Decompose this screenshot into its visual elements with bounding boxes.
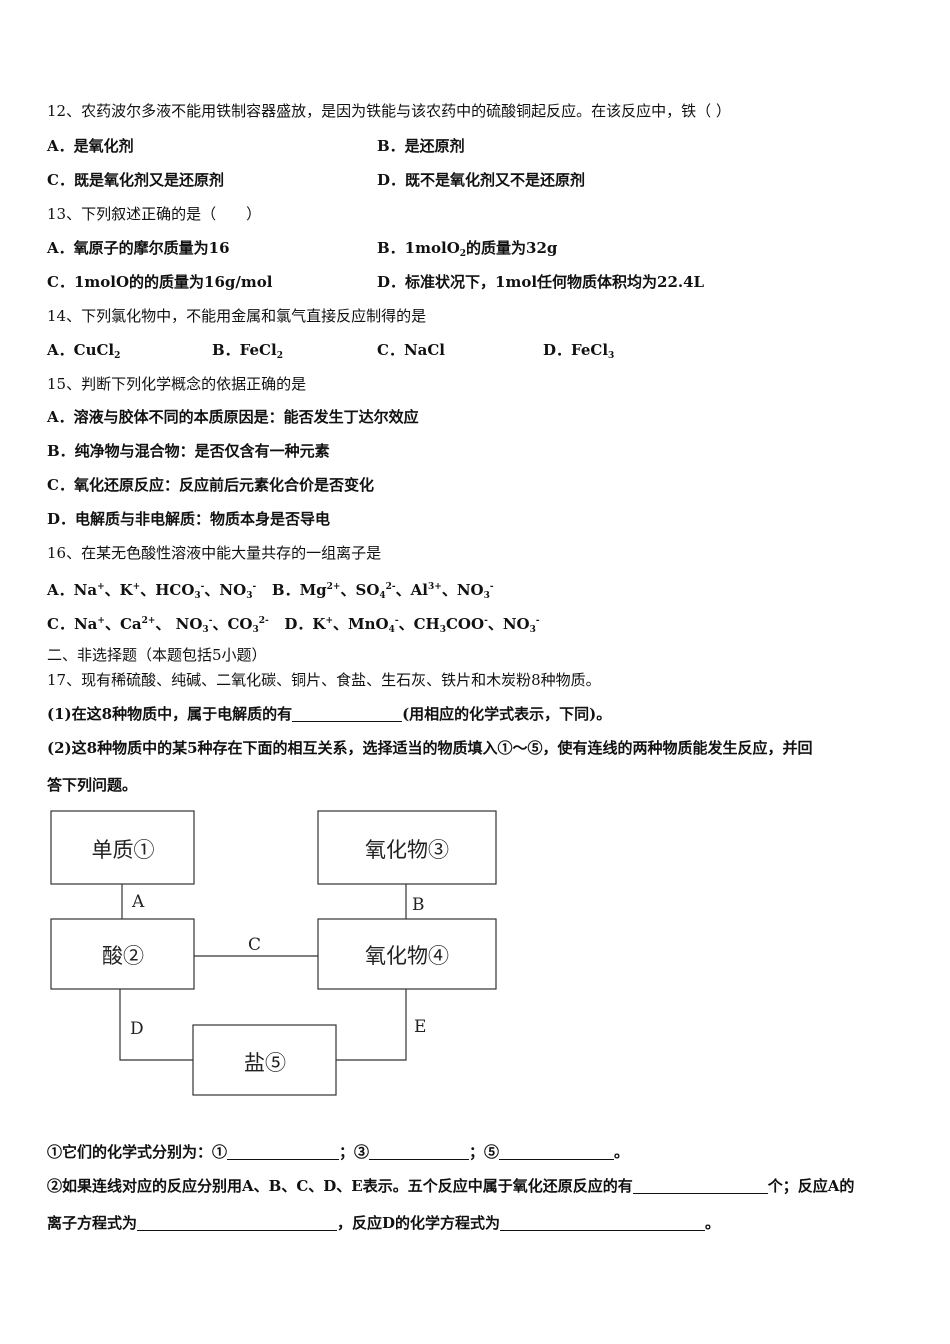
q12-option-d: D．既不是氧化剂又不是还原剂 bbox=[377, 171, 586, 189]
answer-blank[interactable] bbox=[292, 705, 403, 722]
box4-label: 氧化物④ bbox=[365, 944, 449, 968]
q17-part2-line1: (2)这8种物质中的某5种存在下面的相互关系，选择适当的物质填入①～⑤，使有连线… bbox=[47, 739, 813, 757]
label-a: A bbox=[131, 892, 145, 912]
answer-blank-ionic[interactable] bbox=[137, 1214, 338, 1231]
reaction-diagram: 单质① 氧化物③ 酸② 氧化物④ 盐⑤ A B C D E bbox=[50, 810, 497, 1096]
box-oxide-3 bbox=[317, 810, 497, 885]
answer-blank-1[interactable] bbox=[227, 1143, 340, 1160]
answer-blank-3[interactable] bbox=[369, 1143, 470, 1160]
q13-stem: 13、下列叙述正确的是（ ） bbox=[47, 205, 262, 223]
q16-stem: 16、在某无色酸性溶液中能大量共存的一组离子是 bbox=[47, 544, 382, 562]
q15-option-d: D．电解质与非电解质：物质本身是否导电 bbox=[47, 510, 331, 528]
link-d bbox=[119, 989, 193, 1061]
q12-option-a: A．是氧化剂 bbox=[47, 137, 134, 155]
q13-option-c: C．1molO的的质量为16g/mol bbox=[47, 273, 273, 291]
q16-options-ab: A．Na+、K+、HCO3-、NO3- B．Mg2+、SO42-、Al3+、NO… bbox=[47, 581, 494, 601]
q15-option-c: C．氧化还原反应：反应前后元素化合价是否变化 bbox=[47, 476, 374, 494]
box-oxide-4 bbox=[317, 918, 497, 990]
box2-label: 酸② bbox=[102, 944, 144, 968]
label-b: B bbox=[412, 895, 425, 915]
q15-stem: 15、判断下列化学概念的依据正确的是 bbox=[47, 375, 307, 393]
q13-option-a: A．氧原子的摩尔质量为16 bbox=[47, 239, 230, 257]
q16-options-cd: C．Na+、Ca2+、 NO3-、CO32- D．K+、MnO4-、CH3COO… bbox=[47, 615, 540, 635]
q12-stem: 12、农药波尔多液不能用铁制容器盛放，是因为铁能与该农药中的硫酸铜起反应。在该反… bbox=[47, 102, 731, 120]
link-e bbox=[336, 989, 407, 1061]
section-heading: 二、非选择题（本题包括5小题） bbox=[47, 646, 267, 664]
label-e: E bbox=[414, 1017, 426, 1037]
label-c: C bbox=[248, 935, 261, 955]
q14-option-a: A．CuCl2 bbox=[47, 341, 121, 361]
q17-sub2: ②如果连线对应的反应分别用A、B、C、D、E表示。五个反应中属于氧化还原反应的有… bbox=[47, 1177, 855, 1195]
answer-blank-count[interactable] bbox=[632, 1177, 768, 1194]
q17-sub3: 离子方程式为，反应D的化学方程式为。 bbox=[47, 1214, 721, 1232]
q14-option-c: C．NaCl bbox=[377, 341, 446, 359]
q14-stem: 14、下列氯化物中，不能用金属和氯气直接反应制得的是 bbox=[47, 307, 427, 325]
q17-part1: (1)在这8种物质中，属于电解质的有(用相应的化学式表示，下同)。 bbox=[47, 705, 612, 723]
q13-option-d: D．标准状况下，1mol任何物质体积均为22.4L bbox=[377, 273, 705, 291]
label-d: D bbox=[130, 1019, 144, 1039]
q17-sub1: ①它们的化学式分别为：①；③；⑤。 bbox=[47, 1143, 630, 1161]
q17-stem: 17、现有稀硫酸、纯碱、二氧化碳、铜片、食盐、生石灰、铁片和木炭粉8种物质。 bbox=[47, 671, 601, 689]
q15-option-a: A．溶液与胶体不同的本质原因是：能否发生丁达尔效应 bbox=[47, 408, 419, 426]
box5-label: 盐⑤ bbox=[244, 1051, 286, 1075]
q17-part2-line2: 答下列问题。 bbox=[47, 776, 138, 794]
box1-label: 单质① bbox=[92, 838, 155, 862]
answer-blank-5[interactable] bbox=[499, 1143, 615, 1160]
q14-option-d: D．FeCl3 bbox=[543, 341, 615, 361]
q14-option-b: B．FeCl2 bbox=[212, 341, 283, 361]
box3-label: 氧化物③ bbox=[365, 838, 449, 862]
q15-option-b: B．纯净物与混合物：是否仅含有一种元素 bbox=[47, 442, 330, 460]
answer-blank-equation[interactable] bbox=[500, 1214, 706, 1231]
q12-option-b: B．是还原剂 bbox=[377, 137, 465, 155]
q13-option-b: B．1molO2的质量为32g bbox=[377, 239, 558, 259]
q12-option-c: C．既是氧化剂又是还原剂 bbox=[47, 171, 224, 189]
